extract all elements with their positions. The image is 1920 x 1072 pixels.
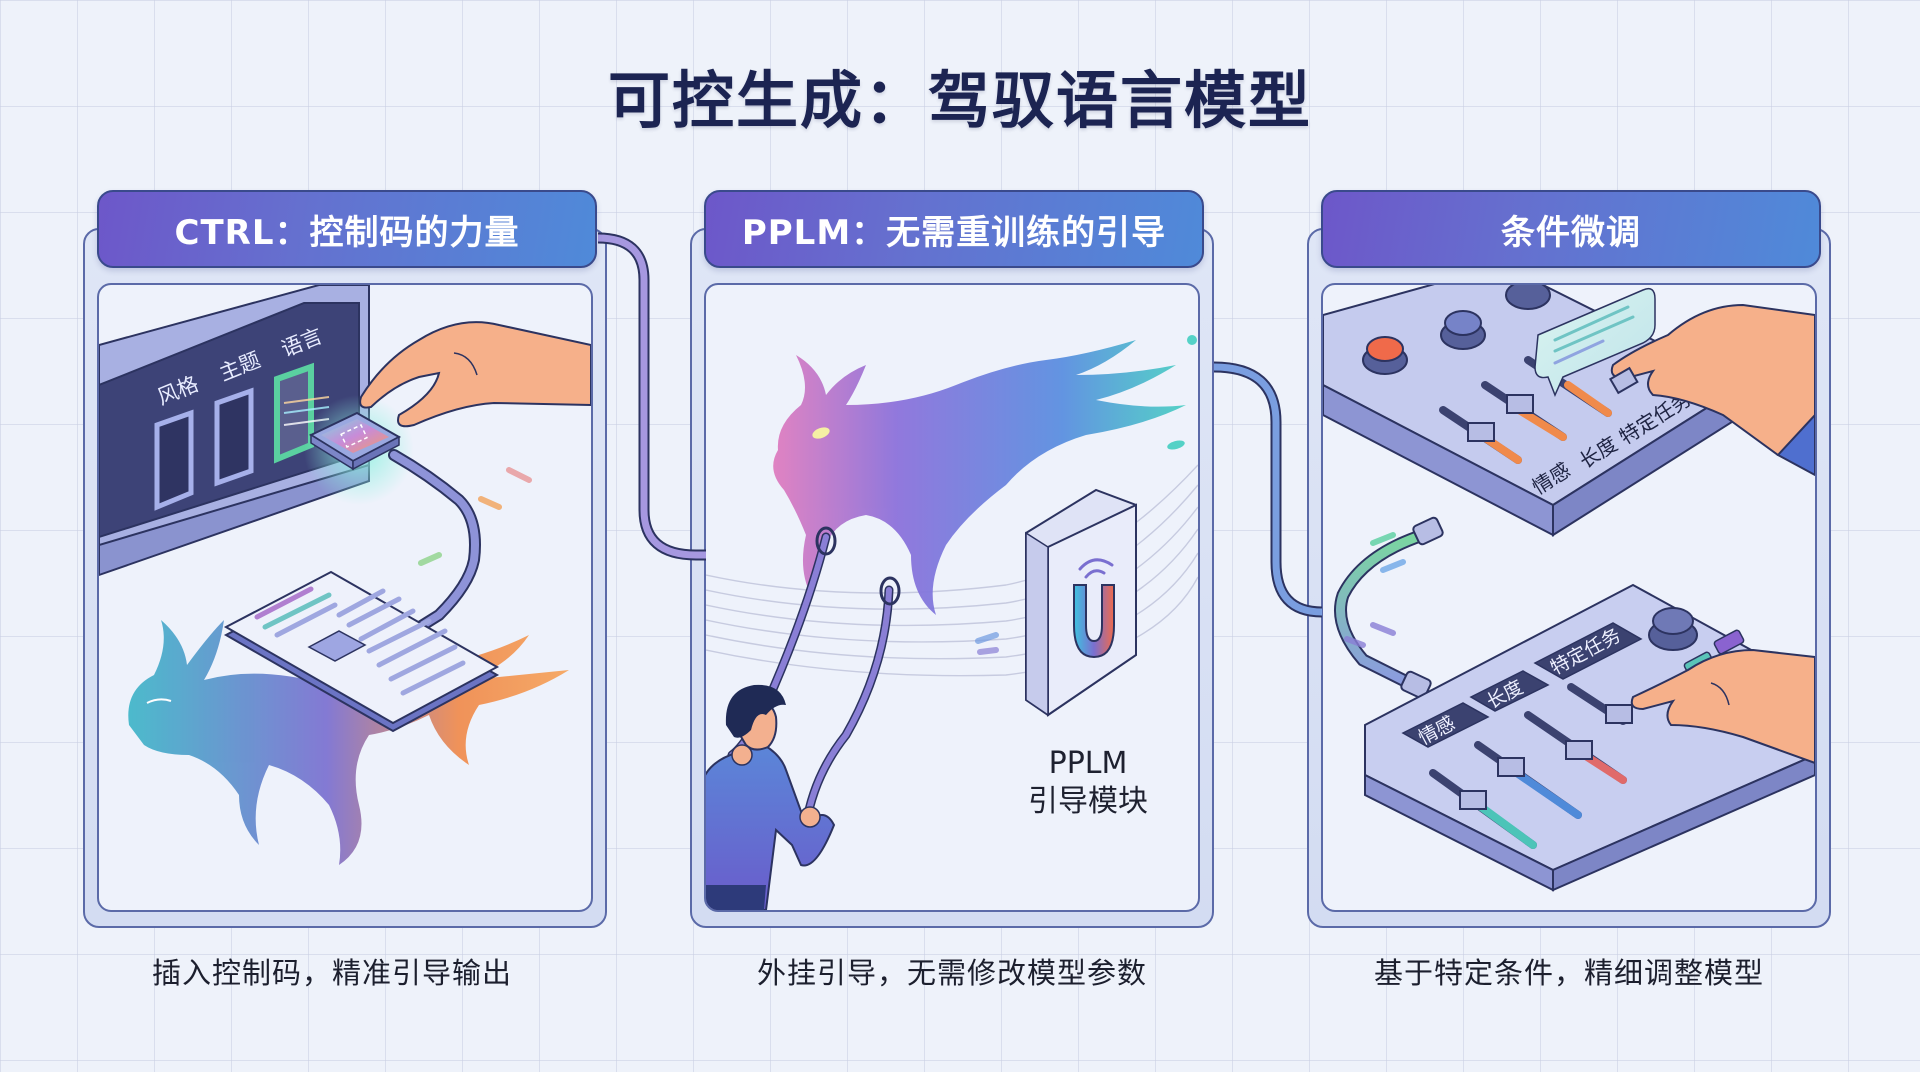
- panel-header-ctrl: CTRL：控制码的力量: [97, 190, 597, 268]
- hand-icon: [1630, 648, 1815, 765]
- panel-header-conditional-finetune: 条件微调: [1321, 190, 1821, 268]
- slider-icon: [1481, 381, 1567, 441]
- slider-icon: [1524, 711, 1627, 784]
- panel-caption-conditional-finetune: 基于特定条件，精细调整模型: [1373, 956, 1764, 990]
- slot-language-active: [274, 362, 330, 464]
- panel-header-pplm: PPLM：无需重训练的引导: [704, 190, 1204, 268]
- pplm-illustration: [706, 335, 1198, 910]
- speech-bubble-icon: [1534, 287, 1656, 397]
- control-slot-device: [99, 285, 370, 577]
- panel-caption-ctrl: 插入控制码，精准引导输出: [151, 956, 512, 990]
- pplm-module-label: PPLM 引导模块: [1028, 745, 1148, 821]
- hand-icon: [1608, 303, 1815, 477]
- slider-icon: [1439, 406, 1522, 464]
- panel-illustration-ctrl: 风格 主题 语言: [97, 283, 593, 912]
- knob-icon: [1440, 310, 1486, 350]
- knob-icon: [1648, 607, 1698, 651]
- knob-icon: [1362, 336, 1408, 375]
- magnet-icon: [1073, 584, 1115, 659]
- knob-icon: [1505, 285, 1551, 310]
- control-code-chip-icon: [304, 395, 414, 505]
- finetune-illustration: 情感 长度 特定任务: [1323, 285, 1815, 892]
- cable-icon: [388, 449, 532, 646]
- panel-illustration-pplm: PPLM 引导模块: [704, 283, 1200, 912]
- signal-icon: [1078, 558, 1114, 579]
- pplm-module-label-line2: 引导模块: [1028, 784, 1148, 819]
- mixer-console-icon: 情感 长度 特定任务: [1323, 285, 1746, 537]
- label-plate-task: [1533, 622, 1643, 680]
- mixer-console-icon: 情感 长度 特定任务: [1364, 583, 1815, 892]
- cable-icon: [1334, 516, 1444, 700]
- slider-icon: [1474, 741, 1582, 819]
- spirit-creature-icon: [773, 335, 1197, 615]
- panel-conditional-finetune: 情感 长度 特定任务: [1307, 228, 1831, 928]
- page-title: 可控生成：驾驭语言模型: [607, 64, 1312, 137]
- pplm-module-label-line1: PPLM: [1048, 746, 1128, 781]
- label-plate-emotion: [1401, 702, 1490, 748]
- ctrl-illustration: 风格 主题 语言: [99, 285, 591, 865]
- slider-icon: [1429, 769, 1537, 849]
- panel-pplm: PPLM 引导模块: [690, 228, 1214, 928]
- slider-icon: [1567, 683, 1633, 725]
- connector-ctrl-to-pplm: [597, 232, 706, 561]
- panel-illustration-finetune: 情感 长度 特定任务: [1321, 283, 1817, 912]
- person-holding-reins-icon: [706, 684, 836, 910]
- pplm-guidance-module: [975, 488, 1137, 717]
- label-plate-length: [1469, 670, 1550, 712]
- panel-caption-pplm: 外挂引导，无需修改模型参数: [756, 956, 1147, 990]
- hand-icon: [359, 321, 591, 428]
- document-icon: [223, 570, 500, 733]
- slot-topic: [214, 387, 254, 487]
- connector-pplm-to-finetune: [1213, 361, 1323, 618]
- panel-ctrl: 风格 主题 语言: [83, 228, 607, 928]
- slot-style: [154, 409, 194, 511]
